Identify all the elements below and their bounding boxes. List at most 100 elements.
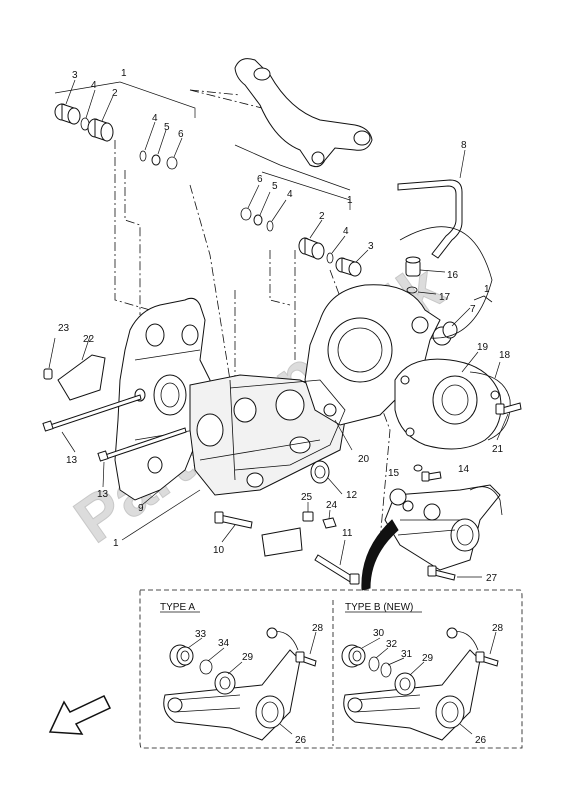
plate-22 — [43, 335, 106, 401]
callout-numbers: 1 3 4 2 4 5 6 8 6 5 4 1 2 4 3 16 1 17 7 … — [58, 68, 511, 746]
callout-22: 22 — [83, 334, 95, 345]
long-bolts-13 — [42, 394, 187, 488]
cover-bracket-top — [189, 58, 373, 168]
bearing-group-middle — [234, 144, 369, 277]
collar-3-mid — [335, 257, 362, 277]
fitting-16 — [405, 256, 421, 277]
clip-17 — [406, 286, 418, 294]
callout-19: 19 — [477, 342, 489, 353]
bushing-29a — [214, 671, 236, 695]
callout-5: 5 — [272, 181, 278, 192]
collar-3-left — [54, 103, 81, 125]
o-ring-31 — [380, 662, 392, 678]
callout-23: 23 — [58, 323, 70, 334]
circlip-6-mid — [240, 207, 252, 221]
collar-30 — [341, 644, 366, 668]
o-ring-4b-mid — [326, 252, 334, 264]
callout-34: 34 — [218, 638, 230, 649]
bolt-14 — [421, 471, 442, 482]
side-cover-19 — [394, 351, 502, 450]
callout-3: 3 — [72, 70, 78, 81]
callout-25: 25 — [301, 492, 313, 503]
callout-8: 8 — [461, 140, 467, 151]
arrow-down-left-icon — [48, 695, 112, 735]
callout-30: 30 — [373, 628, 385, 639]
variant-inset: TYPE A TYPE B (NEW) — [139, 589, 523, 749]
washer-5-left — [151, 154, 161, 166]
callout-14: 14 — [458, 464, 470, 475]
o-ring-4b-left — [139, 150, 147, 162]
type-a-label: TYPE A — [160, 602, 195, 613]
breather-hose — [397, 149, 493, 346]
o-ring-34 — [199, 659, 213, 675]
callout-1: 1 — [113, 538, 119, 549]
circlip-6-left — [166, 156, 178, 170]
callout-17: 17 — [439, 292, 451, 303]
callout-1: 1 — [347, 195, 353, 206]
nut-25 — [302, 511, 314, 522]
washer-32 — [368, 656, 380, 672]
washer-15 — [413, 464, 423, 472]
bolt-27 — [427, 565, 482, 581]
callout-3: 3 — [368, 241, 374, 252]
callout-6: 6 — [178, 129, 184, 140]
callout-33: 33 — [195, 629, 207, 640]
callout-26: 26 — [295, 735, 307, 746]
type-b-label: TYPE B (NEW) — [345, 602, 413, 613]
callout-2: 2 — [319, 211, 325, 222]
callout-4: 4 — [287, 189, 293, 200]
callout-21: 21 — [492, 444, 504, 455]
callout-1: 1 — [484, 284, 490, 295]
callout-29: 29 — [242, 652, 254, 663]
callout-32: 32 — [386, 639, 398, 650]
callout-27: 27 — [486, 573, 498, 584]
bushing-29b — [394, 672, 416, 696]
callout-29: 29 — [422, 653, 434, 664]
callout-6: 6 — [257, 174, 263, 185]
inset-pointer-arrow — [361, 519, 399, 591]
callout-28: 28 — [492, 623, 504, 634]
callout-5: 5 — [164, 122, 170, 133]
bolt-21 — [495, 402, 522, 441]
callout-7: 7 — [470, 304, 476, 315]
callout-28: 28 — [312, 623, 324, 634]
callout-2: 2 — [112, 88, 118, 99]
rear-bracket — [384, 484, 503, 571]
callout-9: 9 — [138, 503, 144, 514]
callout-4: 4 — [152, 113, 158, 124]
collar-33 — [169, 644, 194, 668]
callout-13: 13 — [97, 489, 109, 500]
callout-4: 4 — [91, 80, 97, 91]
bearing-group-left — [54, 79, 196, 170]
lower-parts — [141, 460, 360, 585]
callout-18: 18 — [499, 350, 511, 361]
callout-1: 1 — [121, 68, 127, 79]
callout-12: 12 — [346, 490, 358, 501]
bolt-28a — [295, 651, 317, 667]
type-a-parts — [163, 627, 317, 741]
gasket-18 — [469, 371, 511, 441]
bolt-10 — [214, 511, 253, 529]
callout-16: 16 — [447, 270, 459, 281]
bolt-11 — [314, 554, 360, 585]
plug-7 — [432, 321, 458, 346]
collar-2-mid — [298, 237, 325, 260]
callout-20: 20 — [358, 454, 370, 465]
callout-11: 11 — [342, 528, 353, 539]
seal-12 — [310, 460, 330, 484]
bolt-23 — [43, 337, 56, 380]
bolt-28b — [475, 651, 499, 667]
callout-15: 15 — [388, 468, 400, 479]
collar-2-left — [87, 118, 114, 142]
crankcase-left — [114, 297, 211, 501]
callout-26: 26 — [475, 735, 487, 746]
callout-13: 13 — [66, 455, 78, 466]
nut-24 — [322, 517, 337, 529]
callout-10: 10 — [213, 545, 225, 556]
callout-31: 31 — [401, 649, 413, 660]
crankcase-center — [189, 374, 346, 496]
o-ring-4-mid — [266, 220, 274, 232]
washer-5-mid — [253, 214, 263, 226]
callout-24: 24 — [326, 500, 338, 511]
